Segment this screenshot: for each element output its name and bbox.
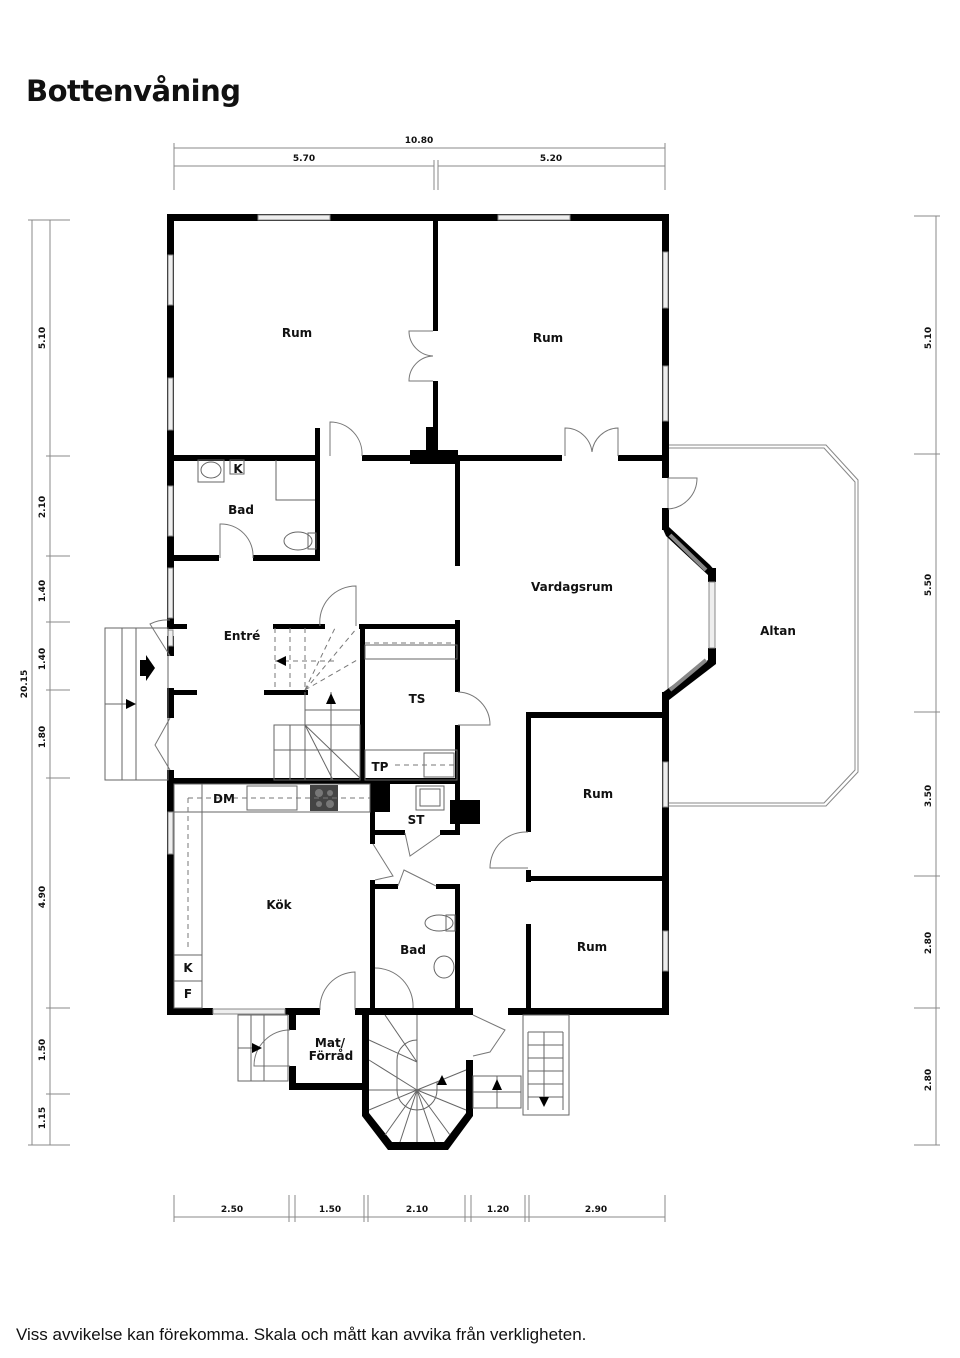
label-kok: Kök [266,898,292,912]
fixtures [173,459,458,1009]
label-vardagsrum: Vardagsrum [531,580,613,594]
label-rum-nw: Rum [282,326,312,340]
label-kok-f: F [184,987,192,1001]
windows [167,214,716,1015]
label-rum-ne: Rum [533,331,563,345]
label-kok-k: K [183,961,193,975]
bottom-dimensions: 2.50 1.50 2.10 1.20 2.90 [173,1195,666,1222]
dim-top-total: 10.80 [405,136,433,146]
label-bad-k: K [233,462,243,476]
dim-right-2: 5.50 [924,574,934,596]
floor-title: Bottenvåning [26,74,241,108]
room-labels: Rum Rum K Bad Vardagsrum Altan Entré TS … [183,326,796,1063]
label-rum-e1: Rum [583,787,613,801]
dim-bottom-2: 1.50 [319,1205,341,1215]
label-entre: Entré [224,629,261,643]
label-ts: TS [409,692,426,706]
dim-left-1: 5.10 [38,327,48,349]
label-rum-e2: Rum [577,940,607,954]
label-st: ST [408,813,426,827]
dim-top-1: 5.70 [293,154,315,164]
dim-left-8: 1.15 [38,1107,48,1129]
stairs [104,627,570,1143]
label-dm: DM [213,792,235,806]
dim-top-2: 5.20 [540,154,562,164]
spiral-stair [368,1014,467,1143]
dim-bottom-3: 2.10 [406,1205,428,1215]
label-forrad: Förråd [309,1049,353,1063]
dim-right-4: 2.80 [924,932,934,954]
walls [167,214,716,1150]
right-dimensions: 5.10 5.50 3.50 2.80 2.80 [914,215,940,1146]
label-altan: Altan [760,624,796,638]
dim-left-5: 1.80 [38,726,48,748]
label-bad-lower: Bad [400,943,426,957]
dim-left-6: 4.90 [38,886,48,908]
top-dimensions: 10.80 5.70 5.20 [173,136,666,190]
dim-bottom-4: 1.20 [487,1205,509,1215]
dim-left-2: 2.10 [38,496,48,518]
dim-right-3: 3.50 [924,785,934,807]
left-dimensions: 20.15 5.10 2.10 1.40 1.40 1.80 4.90 1.50… [20,219,70,1146]
disclaimer-text: Viss avvikelse kan förekomma. Skala och … [16,1325,587,1344]
dim-left-3: 1.40 [38,580,48,602]
doors [149,330,698,1067]
dim-bottom-1: 2.50 [221,1205,243,1215]
dim-left-7: 1.50 [38,1039,48,1061]
dim-right-1: 5.10 [924,327,934,349]
label-bad-upper: Bad [228,503,254,517]
dim-right-5: 2.80 [924,1069,934,1091]
dim-left-4: 1.40 [38,648,48,670]
label-tp: TP [372,760,389,774]
dim-bottom-5: 2.90 [585,1205,607,1215]
dim-left-total: 20.15 [20,670,30,698]
label-mat: Mat/ [315,1036,346,1050]
